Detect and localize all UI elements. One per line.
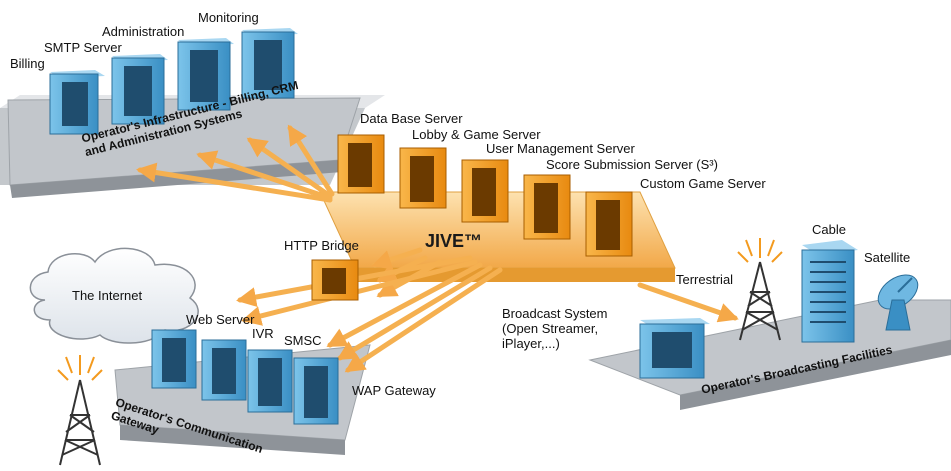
lobby-game-server-icon (399, 147, 447, 209)
score-submission-server-label: Score Submission Server (S³) (546, 157, 718, 172)
http-bridge-icon (311, 259, 359, 301)
arrow (326, 262, 483, 348)
arrow (637, 282, 739, 323)
arrow (344, 267, 503, 373)
arrow (287, 124, 335, 197)
database-server-icon (337, 134, 385, 194)
wap-gateway-label: WAP Gateway (352, 383, 436, 398)
wap-gateway-server-icon (293, 357, 339, 425)
ivr-server-icon (201, 339, 247, 401)
monitoring-label: Monitoring (198, 10, 259, 25)
smtp-server-icon (111, 54, 168, 125)
gateway-signal-icon (57, 355, 103, 381)
web-server-icon (151, 329, 197, 389)
smtp-server-label: SMTP Server (44, 40, 122, 55)
ivr-label: IVR (252, 326, 274, 341)
arrow (241, 259, 478, 326)
satellite-dish-icon (877, 274, 919, 331)
score-submission-server-icon (523, 174, 571, 240)
jive-label: JIVE™ (425, 231, 483, 251)
gateway-tower-icon (59, 379, 101, 466)
broadcast-system-label: Broadcast System (Open Streamer, iPlayer… (502, 306, 608, 351)
lobby-game-server-label: Lobby & Game Server (412, 127, 541, 142)
custom-game-server-icon (585, 191, 633, 257)
communication-servers (151, 329, 339, 425)
http-bridge-label: HTTP Bridge (284, 238, 359, 253)
terrestrial-tower-icon (739, 261, 781, 341)
terrestrial-label: Terrestrial (676, 272, 734, 287)
jive-servers (337, 134, 633, 257)
administration-label: Administration (102, 24, 185, 39)
smsc-label: SMSC (284, 333, 322, 348)
billing-label: Billing (10, 56, 45, 71)
custom-game-server-label: Custom Game Server (640, 176, 766, 191)
infrastructure-servers (49, 28, 298, 135)
internet-label: The Internet (72, 288, 143, 303)
arrow (336, 265, 493, 361)
user-management-server-icon (461, 159, 509, 223)
internet-cloud (29, 247, 199, 344)
tower-signal-icon (737, 238, 783, 263)
database-server-label: Data Base Server (360, 111, 463, 126)
arrow (246, 137, 333, 199)
cable-label: Cable (812, 222, 846, 237)
administration-server-icon (177, 38, 234, 111)
arrow (196, 150, 333, 201)
arrow (136, 162, 333, 203)
arrow (371, 247, 423, 270)
satellite-label: Satellite (864, 250, 911, 265)
user-management-server-label: User Management Server (486, 141, 635, 156)
cable-building-icon (801, 240, 858, 343)
broadcast-system-icon (639, 318, 710, 379)
smsc-server-icon (247, 349, 293, 413)
connection-arrows (136, 124, 739, 373)
monitoring-server-icon (241, 28, 298, 99)
billing-server-icon (49, 70, 105, 135)
web-server-label: Web Server (186, 312, 255, 327)
